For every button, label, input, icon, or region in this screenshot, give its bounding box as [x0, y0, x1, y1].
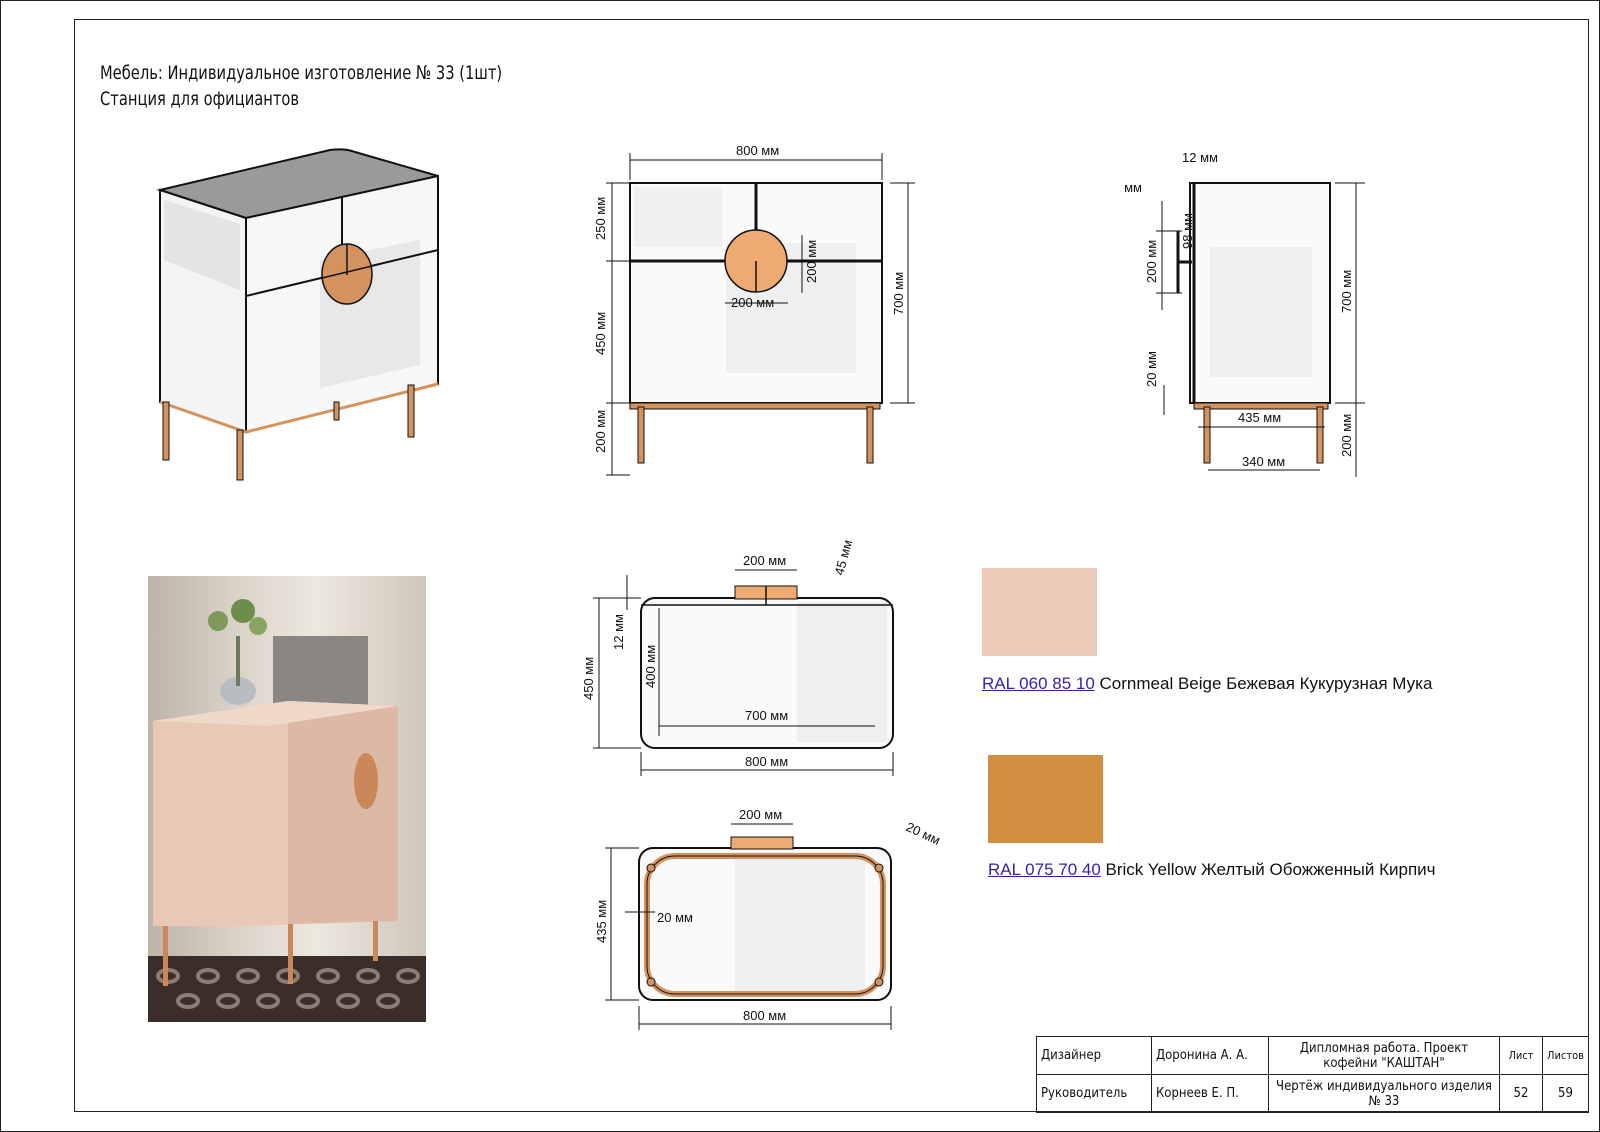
isometric-view — [156, 148, 439, 481]
color-swatch-brick-yellow — [988, 755, 1103, 843]
front-elevation: 800 мм 250 мм 450 мм 200 мм 700 мм 200 м… — [593, 143, 915, 476]
side-base-label: 20 мм — [1144, 351, 1159, 387]
sheets-count: 59 — [1542, 1074, 1589, 1113]
front-top-height-label: 250 мм — [593, 197, 608, 240]
title-line-2: Станция для официантов — [100, 88, 300, 110]
color-label-2: RAL 075 70 40 Brick Yellow Желтый Обожже… — [988, 860, 1436, 880]
sheet-label: Лист — [1499, 1036, 1543, 1075]
sheet-inner-frame — [74, 19, 1589, 1112]
front-handle-height-label: 200 мм — [804, 240, 819, 283]
side-leg-span-label: 340 мм — [1242, 454, 1285, 469]
title-block: Дизайнер Доронина А. А. Дипломная работа… — [1036, 1036, 1589, 1113]
drawing-title-stamp: Чертёж индивидуального изделия № 33 — [1268, 1074, 1500, 1113]
color-label-1: RAL 060 85 10 Cornmeal Beige Бежевая Кук… — [982, 674, 1432, 694]
supervisor-label: Руководитель — [1036, 1074, 1152, 1113]
top-handle-thickness-label: 45 мм — [831, 538, 855, 577]
side-handle-depth-label: 98 мм — [1180, 213, 1195, 249]
front-handle-width-label: 200 мм — [731, 295, 774, 310]
supervisor-name: Корнеев Е. П. — [1151, 1074, 1269, 1113]
side-panel-label: 12 мм — [1182, 150, 1218, 165]
bottom-width-label: 800 мм — [743, 1008, 786, 1023]
side-elevation: 12 мм 40 мм 98 мм 200 мм 20 мм 700 мм 20… — [1120, 150, 1365, 477]
project-title: Дипломная работа. Проект кофейни "КАШТАН… — [1268, 1036, 1500, 1075]
ral-link-1[interactable]: RAL 060 85 10 — [982, 674, 1095, 693]
bottom-frame-thickness-label: 20 мм — [904, 819, 943, 848]
top-handle-width-label: 200 мм — [743, 553, 786, 568]
drawing-title: Мебель: Индивидуальное изготовление № 33… — [100, 60, 502, 112]
top-depth-label: 450 мм — [581, 657, 596, 700]
bottom-depth-label: 435 мм — [594, 900, 609, 943]
sheets-label: Листов — [1542, 1036, 1589, 1075]
side-total-height-label: 700 мм — [1339, 270, 1354, 313]
title-line-1: Мебель: Индивидуальное изготовление № 33… — [100, 62, 503, 84]
bottom-plan: 200 мм 20 мм 435 мм 20 мм 800 мм — [594, 807, 943, 1030]
designer-name: Доронина А. А. — [1151, 1036, 1269, 1075]
sheet-number: 52 — [1499, 1074, 1543, 1113]
front-total-height-label: 700 мм — [891, 272, 906, 315]
designer-label: Дизайнер — [1036, 1036, 1152, 1075]
side-top-depth-label: 435 мм — [1238, 410, 1281, 425]
bottom-inset-label: 20 мм — [657, 910, 693, 925]
top-width-label: 800 мм — [745, 754, 788, 769]
color-name-1: Cornmeal Beige Бежевая Кукурузная Мука — [1099, 674, 1433, 693]
side-legs-height-label: 200 мм — [1339, 414, 1354, 457]
side-offset-label: 40 мм — [1120, 180, 1142, 195]
product-photo — [148, 576, 426, 1022]
front-mid-height-label: 450 мм — [593, 312, 608, 355]
top-inner-depth-label: 400 мм — [643, 645, 658, 688]
front-legs-height-label: 200 мм — [593, 410, 608, 453]
color-swatch-cornmeal-beige — [982, 568, 1097, 656]
color-name-2: Brick Yellow Желтый Обожженный Кирпич — [1105, 860, 1436, 879]
bottom-handle-width-label: 200 мм — [739, 807, 782, 822]
side-handle-height-label: 200 мм — [1144, 240, 1159, 283]
top-panel-label: 12 мм — [611, 614, 626, 650]
ral-link-2[interactable]: RAL 075 70 40 — [988, 860, 1101, 879]
top-inner-width-label: 700 мм — [745, 708, 788, 723]
front-width-label: 800 мм — [736, 143, 779, 158]
top-plan: 200 мм 45 мм 450 мм 12 мм 400 мм 700 мм … — [581, 538, 894, 776]
